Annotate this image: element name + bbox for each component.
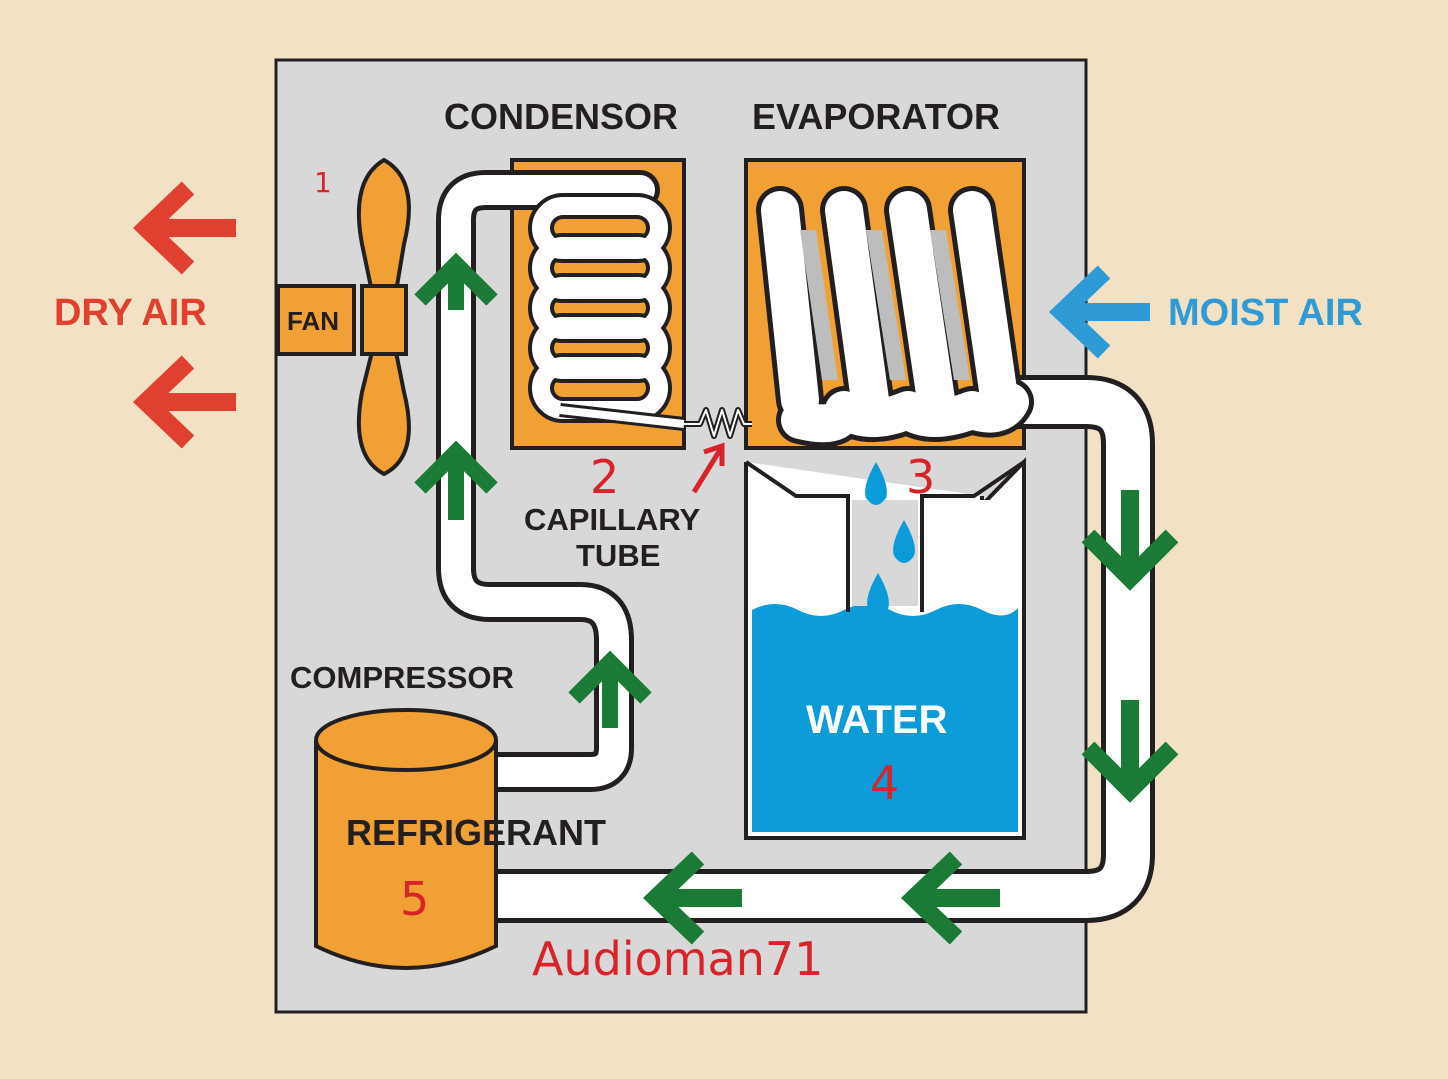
evaporator-label: EVAPORATOR [752,96,1001,137]
compressor [314,708,498,970]
refrigerant-label: REFRIGERANT [346,812,606,853]
resistor-coil-icon [684,407,752,439]
up-arrow-icon [414,252,652,728]
annotation-4: 4 [870,756,900,810]
watermark: Audioman71 [532,932,824,986]
annotation-2: 2 [590,450,620,504]
left-arrow-icon [1048,265,1150,359]
fan-label: FAN [287,306,339,336]
capillary-tube-label-line2: TUBE [576,538,661,573]
condensor-coil [528,193,685,431]
annotation-5: 5 [400,872,430,926]
evaporator-coil [756,186,1034,448]
refrigerant-pipe [436,170,1155,923]
annotation-3: 3 [906,450,936,504]
fan-motor [276,284,356,356]
funnel-left [744,460,850,612]
down-arrow-icon [1081,490,1179,803]
dry-air-label: DRY AIR [54,292,207,334]
water-label: WATER [806,698,948,742]
water-drop-icon [865,462,915,616]
annotation-arrow [691,442,725,494]
fan-icon [276,157,411,477]
annotation-1: 1 [314,166,332,199]
water-body [752,604,1018,832]
capillary-tube-label-line1: CAPILLARY [524,502,701,537]
condensor-label: CONDENSOR [444,96,679,137]
left-arrow-icon [642,851,1000,945]
left-arrow-icon [132,181,236,449]
moist-air-label: MOIST AIR [1168,292,1363,334]
water-tank [744,457,1026,840]
funnel-right [920,460,1026,612]
compressor-label: COMPRESSOR [290,660,514,695]
